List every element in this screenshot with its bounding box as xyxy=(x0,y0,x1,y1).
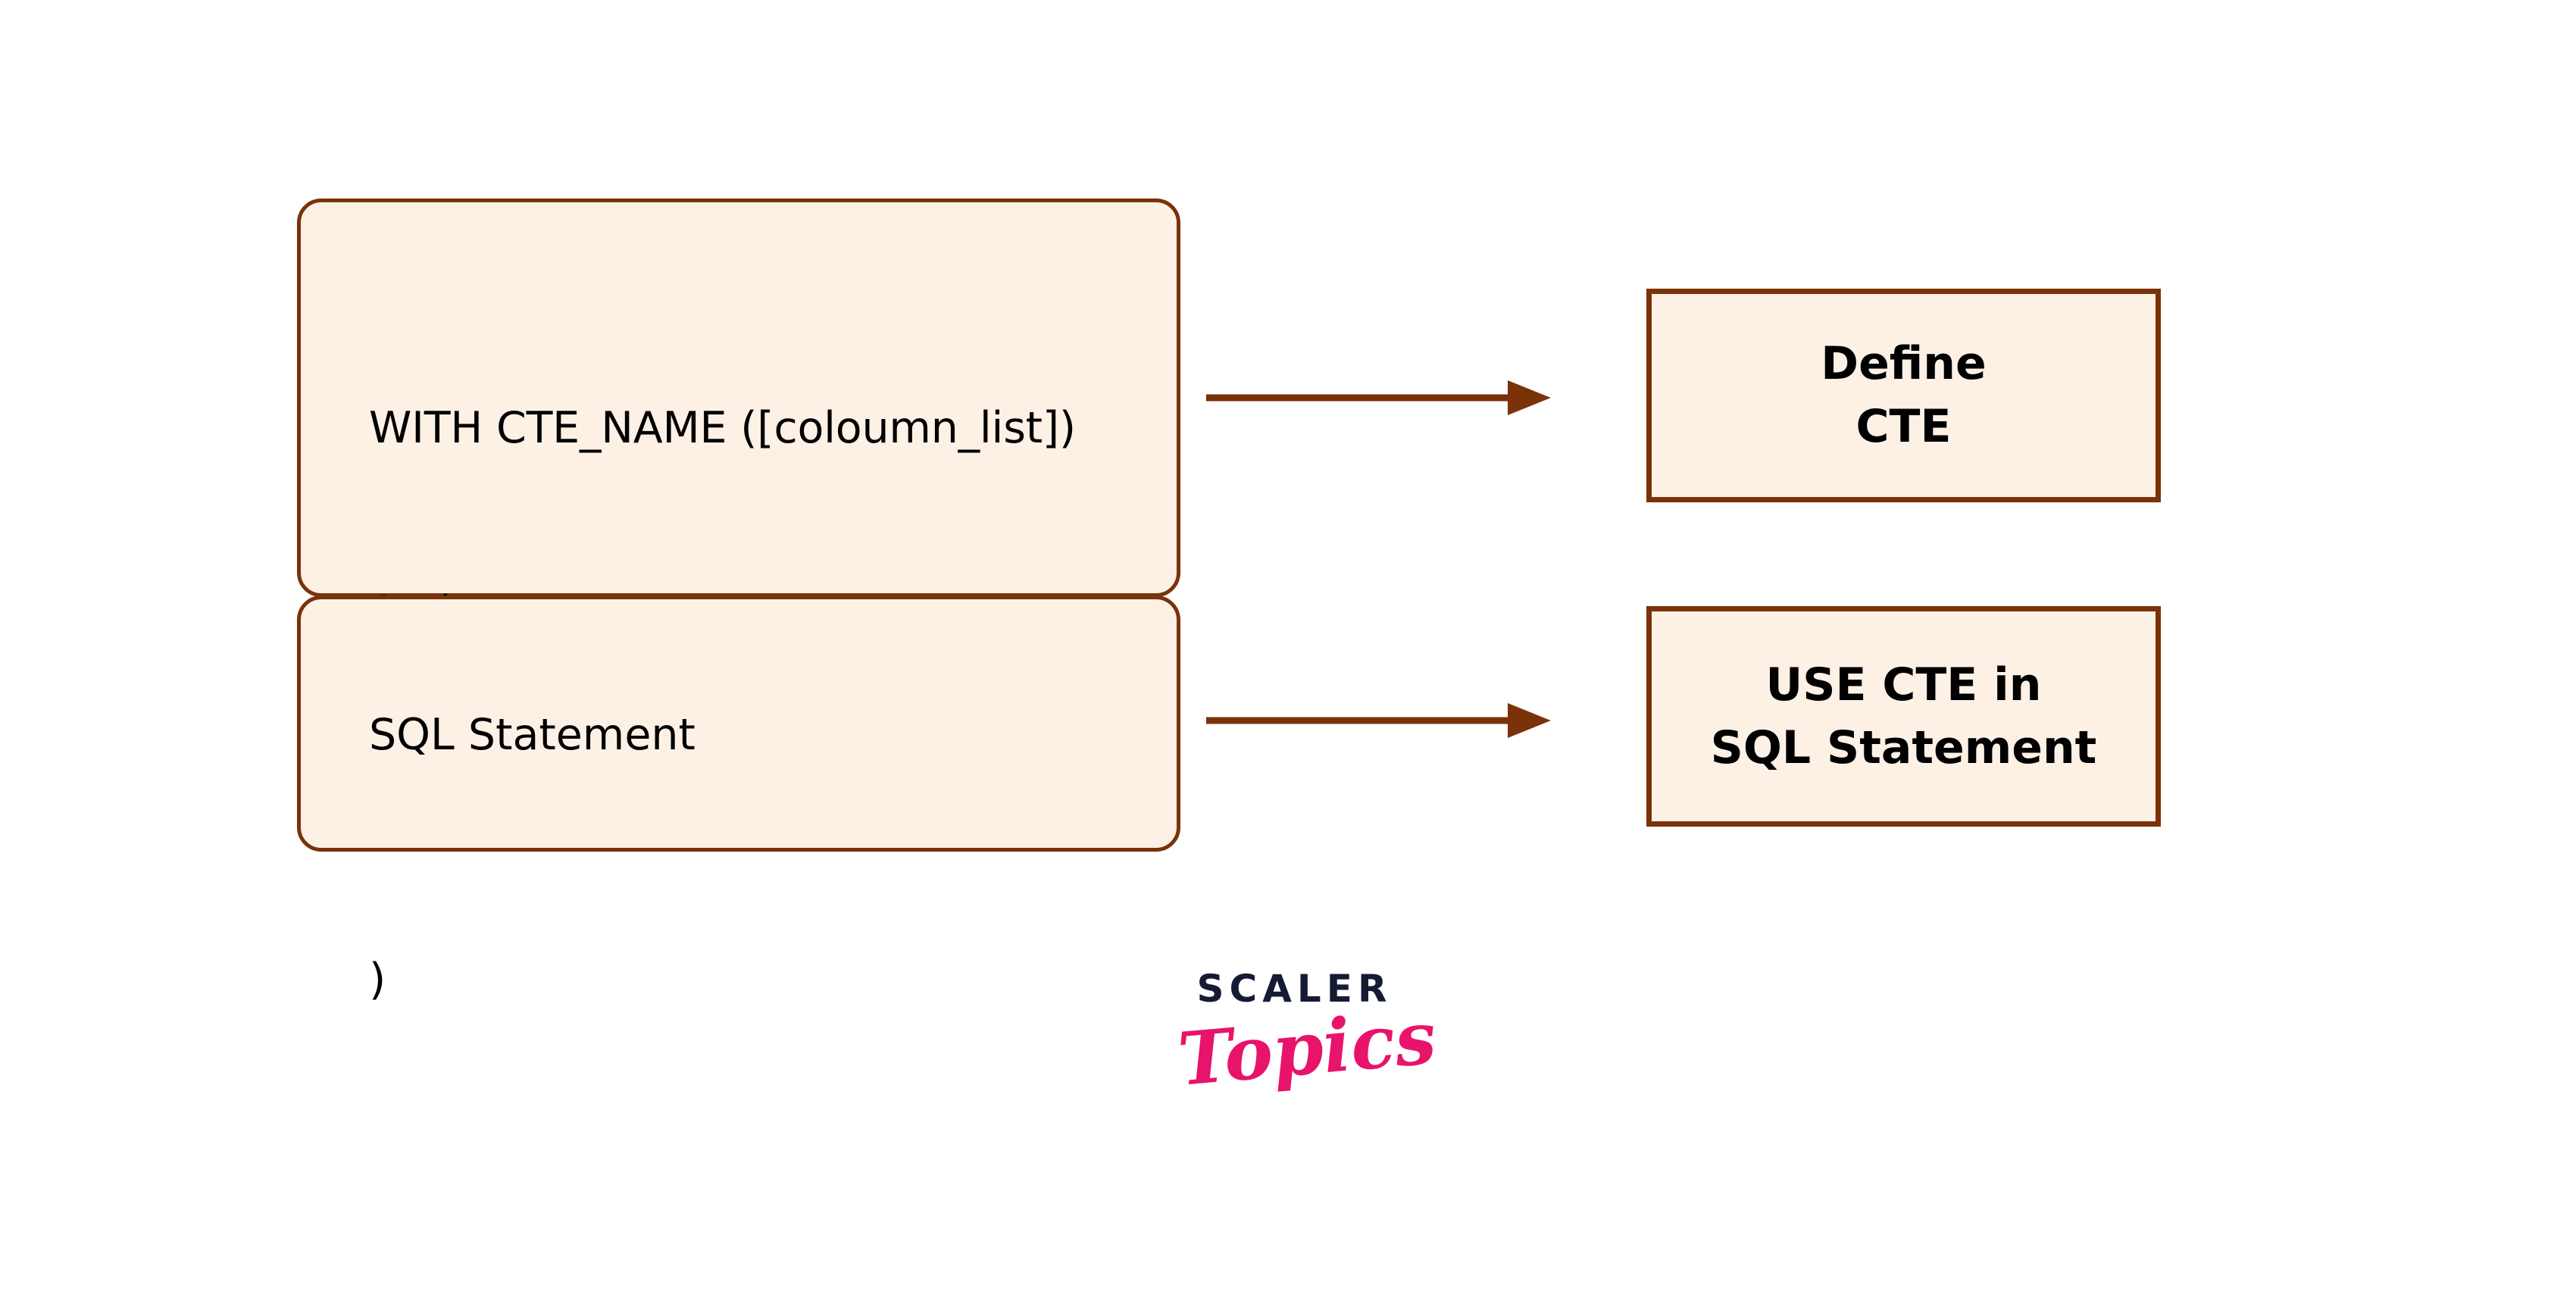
topics-script-wordmark: Topics xyxy=(1174,994,1440,1102)
cte-definition-box: WITH CTE_NAME ([coloumn_list]) As ( Quer… xyxy=(297,199,1180,1005)
arrow-to-use-cte xyxy=(1206,698,1551,743)
scaler-wordmark: SCALER xyxy=(1196,967,1393,1011)
code-line-with: WITH CTE_NAME ([coloumn_list]) xyxy=(369,402,1076,453)
scaler-topics-logo: SCALER Topics xyxy=(1174,967,1440,1174)
arrow-to-define-cte xyxy=(1206,375,1551,421)
define-cte-line-2: CTE xyxy=(1855,400,1952,453)
use-cte-line-1: USE CTE in xyxy=(1765,658,2042,711)
define-cte-label-box: Define CTE xyxy=(1646,289,2161,502)
sql-statement-box: SQL Statement xyxy=(297,596,1180,852)
use-cte-label-box: USE CTE in SQL Statement xyxy=(1646,606,2161,827)
use-cte-line-2: SQL Statement xyxy=(1710,721,2097,774)
define-cte-line-1: Define xyxy=(1821,337,1987,391)
sql-statement-label: SQL Statement xyxy=(369,710,696,760)
code-line-close-paren: ) xyxy=(369,955,386,1005)
